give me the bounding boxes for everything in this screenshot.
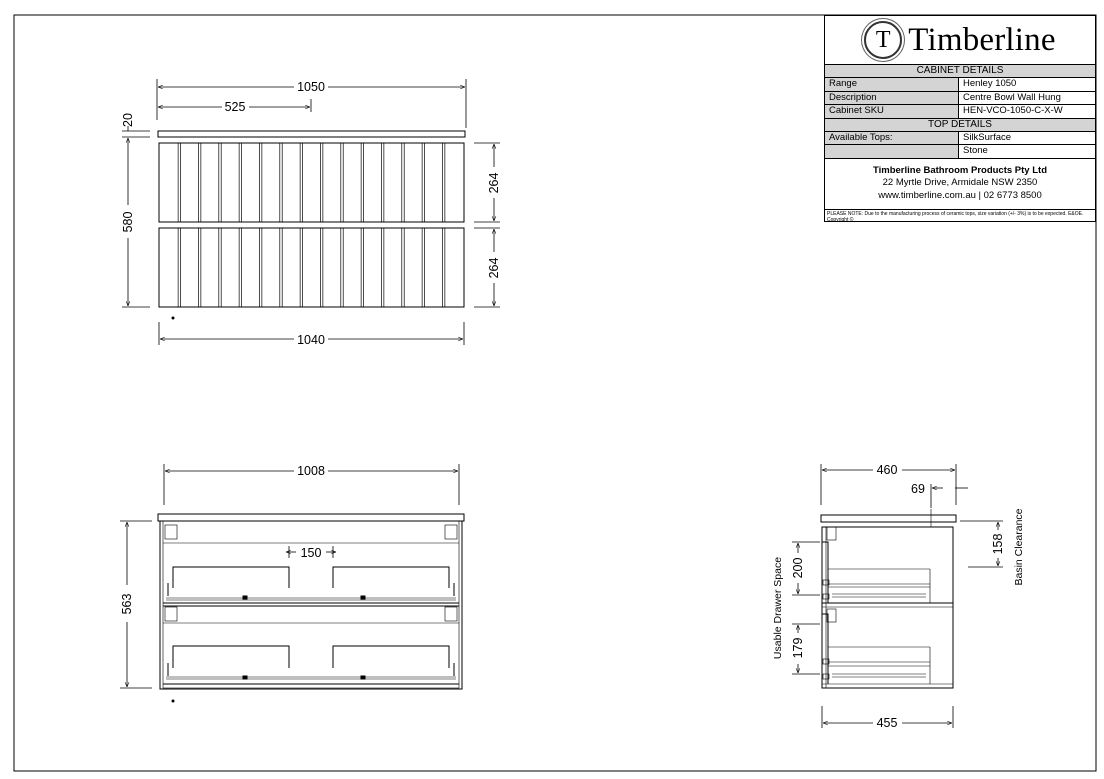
- detail-label: Cabinet SKU: [825, 105, 959, 118]
- dim-drawer-space-upper: 200: [791, 558, 805, 579]
- dim-front-height: 580: [121, 212, 135, 233]
- detail-label: Range: [825, 78, 959, 91]
- detail-value: Stone: [963, 145, 988, 156]
- dim-basin-clearance: 158: [991, 534, 1005, 555]
- dim-side-bottom-depth: 455: [877, 716, 898, 730]
- dim-internal-width: 1008: [297, 464, 325, 478]
- dim-front-top-width: 1050: [297, 80, 325, 94]
- detail-row-range: Range Henley 1050: [825, 78, 1095, 92]
- dim-drawer-space-lower: 179: [791, 638, 805, 659]
- reference-dot: [171, 316, 175, 320]
- company-info: Timberline Bathroom Products Pty Ltd 22 …: [825, 159, 1095, 210]
- dim-side-offset: 69: [911, 482, 925, 496]
- cabinet-details-header: CABINET DETAILS: [825, 65, 1095, 78]
- dim-drawer-lower: 264: [487, 258, 501, 279]
- internal-dimension-labels: 1008 150 563: [120, 464, 325, 614]
- detail-row-tops: Available Tops: SilkSurface: [825, 131, 1095, 145]
- detail-value: Henley 1050: [963, 78, 1017, 89]
- detail-row-tops-2: Stone: [825, 145, 1095, 159]
- side-dimension-labels: 460 69 158 Basin Clearance 200 179 Usabl…: [772, 463, 1025, 730]
- company-name: Timberline Bathroom Products Pty Ltd: [872, 164, 1047, 176]
- internal-top: [157, 513, 465, 522]
- logo-letter: T: [875, 26, 891, 53]
- dim-front-top-thickness: 20: [121, 113, 135, 127]
- company-contact: www.timberline.com.au | 02 6773 8500: [878, 189, 1042, 201]
- dim-side-depth: 460: [877, 463, 898, 477]
- title-block: T Timberline CABINET DETAILS Range Henle…: [824, 15, 1096, 223]
- lower-drawer-front: [158, 227, 465, 308]
- front-dimensions: [122, 79, 500, 345]
- detail-label: [825, 145, 959, 158]
- detail-value: SilkSurface: [963, 131, 1012, 143]
- detail-value: Centre Bowl Wall Hung: [963, 91, 1061, 103]
- label-drawer-space: Usable Drawer Space: [772, 557, 784, 659]
- side-carcass: [821, 526, 954, 689]
- top-details-header: TOP DETAILS: [825, 118, 1095, 132]
- side-dimensions: [792, 464, 1003, 728]
- side-section: [820, 509, 957, 689]
- company-address: 22 Myrtle Drive, Armidale NSW 2350: [882, 177, 1038, 188]
- dim-internal-gap: 150: [301, 546, 322, 560]
- dim-internal-height: 563: [120, 594, 134, 615]
- dim-front-half-width: 525: [225, 100, 246, 114]
- front-elevation: [157, 130, 466, 320]
- internal-dimensions: [120, 464, 460, 689]
- disclaimer-note: PLEASE NOTE: Due to the manufacturing pr…: [827, 210, 1084, 223]
- label-basin-clearance: Basin Clearance: [1013, 508, 1025, 585]
- brand-logo: T Timberline: [825, 16, 1095, 65]
- internal-view: [157, 513, 465, 703]
- detail-label: Description: [825, 91, 959, 104]
- dim-front-bottom-width: 1040: [297, 333, 325, 347]
- dim-drawer-upper: 264: [487, 173, 501, 194]
- detail-row-description: Description Centre Bowl Wall Hung: [825, 91, 1095, 105]
- detail-label: Available Tops:: [825, 131, 959, 144]
- front-dimension-labels: 1050 525 20 580 264 264 1040: [121, 80, 501, 347]
- upper-drawer-front: [158, 142, 465, 223]
- drawer-slats: [177, 143, 446, 307]
- sheet-border: [13, 14, 1097, 772]
- detail-value: HEN-VCO-1050-C-X-W: [963, 105, 1063, 116]
- detail-row-sku: Cabinet SKU HEN-VCO-1050-C-X-W: [825, 105, 1095, 119]
- vanity-top: [157, 130, 466, 138]
- logo-mark: T: [864, 21, 903, 59]
- reference-dot: [171, 699, 175, 703]
- side-top: [820, 514, 957, 523]
- brand-name: Timberline: [908, 21, 1056, 58]
